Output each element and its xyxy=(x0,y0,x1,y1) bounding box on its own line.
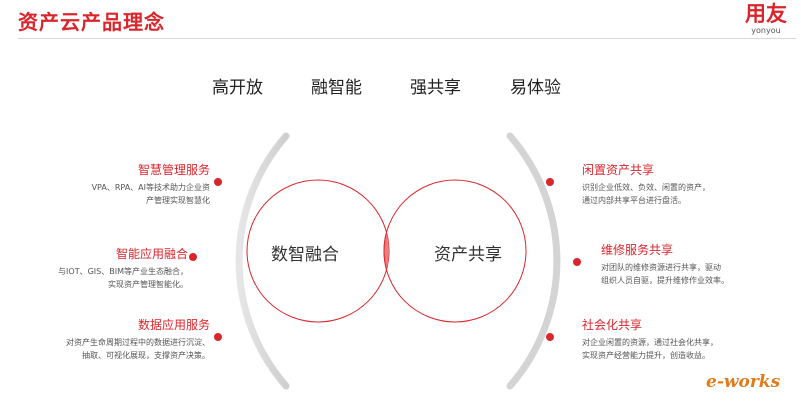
feature-desc: VPA、RPA、AI等技术助力企业资产管理实现智慧化 xyxy=(91,183,210,205)
feature-desc: 对企业闲置的资源，通过社会化共享，实现资产经营能力提升，创造收益。 xyxy=(582,338,718,360)
feature-maintenance-sharing: 维修服务共享 对团队的维修资源进行共享，驱动组织人员自驱，提升维修作业效率。 xyxy=(601,242,801,287)
feature-desc: 与IOT、GIS、BIM等产业生态融合，实现资产管理智能化。 xyxy=(58,267,188,289)
feature-social-sharing: 社会化共享 对企业闲置的资源，通过社会化共享，实现资产经营能力提升，创造收益。 xyxy=(582,317,792,362)
connector-dot-left-2 xyxy=(189,253,197,261)
outer-arc-right xyxy=(506,132,561,390)
connector-dot-left-1 xyxy=(214,178,222,186)
circle-label-right: 资产共享 xyxy=(434,245,502,265)
circle-label-left: 数智融合 xyxy=(271,245,339,265)
feature-smart-application: 智能应用融合 与IOT、GIS、BIM等产业生态融合，实现资产管理智能化。 xyxy=(0,246,188,291)
feature-idle-asset-sharing: 闲置资产共享 识别企业低效、负效、闲置的资产，通过内部共享平台进行盘活。 xyxy=(582,162,792,207)
feature-title: 智慧管理服务 xyxy=(137,163,210,177)
eworks-watermark: e-works xyxy=(706,372,781,392)
page-title: 资产云产品理念 xyxy=(18,10,165,34)
feature-title: 数据应用服务 xyxy=(137,318,210,332)
yonyou-logo: 用友 yonyou xyxy=(736,2,796,35)
feature-title: 社会化共享 xyxy=(582,318,643,332)
connector-dot-left-3 xyxy=(214,333,222,341)
feature-desc: 对资产生命周期过程中的数据进行沉淀、抽取、可视化展现，支撑资产决策。 xyxy=(66,338,210,360)
feature-desc: 识别企业低效、负效、闲置的资产，通过内部共享平台进行盘活。 xyxy=(582,183,710,205)
principle-open: 高开放 xyxy=(212,78,263,98)
feature-desc: 对团队的维修资源进行共享，驱动组织人员自驱，提升维修作业效率。 xyxy=(601,263,729,285)
connector-dot-right-2 xyxy=(573,258,581,266)
principle-share: 强共享 xyxy=(410,78,461,98)
connector-dot-right-1 xyxy=(546,178,554,186)
header-divider xyxy=(18,38,796,39)
feature-title: 维修服务共享 xyxy=(601,243,674,257)
venn-overlap xyxy=(383,180,389,322)
principle-smart: 融智能 xyxy=(311,78,362,98)
feature-smart-management: 智慧管理服务 VPA、RPA、AI等技术助力企业资产管理实现智慧化 xyxy=(0,162,210,207)
feature-data-application: 数据应用服务 对资产生命周期过程中的数据进行沉淀、抽取、可视化展现，支撑资产决策… xyxy=(0,317,210,362)
connector-dot-right-3 xyxy=(546,333,554,341)
principle-experience: 易体验 xyxy=(510,78,561,98)
logo-text: 用友 xyxy=(745,2,787,26)
logo-subtext: yonyou xyxy=(751,26,781,35)
principles-row: 高开放 融智能 强共享 易体验 xyxy=(190,73,590,101)
feature-title: 智能应用融合 xyxy=(115,247,188,261)
outer-arc-left xyxy=(235,132,290,390)
feature-title: 闲置资产共享 xyxy=(582,163,655,177)
